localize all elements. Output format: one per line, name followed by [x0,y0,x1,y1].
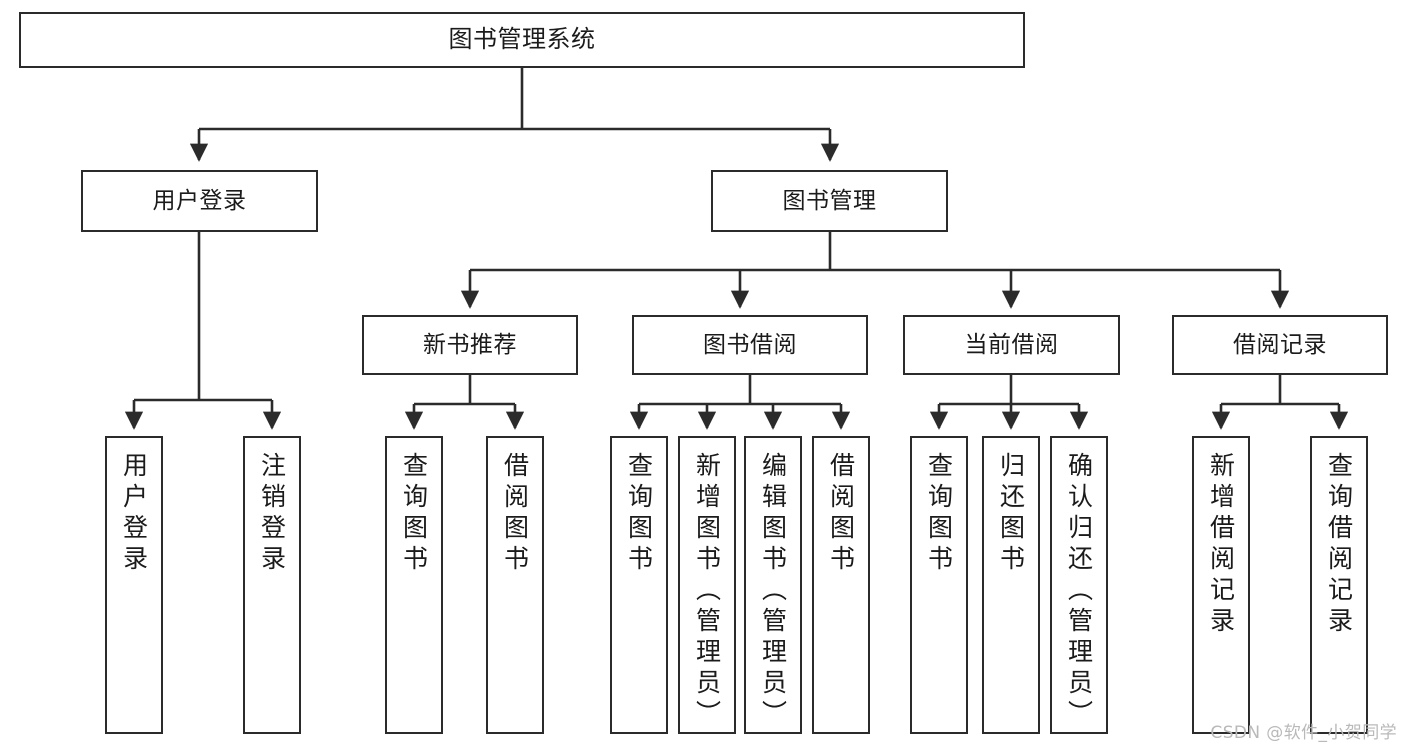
leaf-add-book-admin[interactable]: 新增图书（管理员） [678,436,736,734]
node-current-borrow[interactable]: 当前借阅 [903,315,1120,375]
node-book-management[interactable]: 图书管理 [711,170,948,232]
leaf-edit-book-admin[interactable]: 编辑图书（管理员） [744,436,802,734]
node-root-label: 图书管理系统 [448,25,596,54]
node-book-management-label: 图书管理 [782,187,877,214]
node-new-book-recommend-label: 新书推荐 [423,331,517,358]
leaf-user-login-label: 用户登录 [119,452,149,576]
leaf-query-books-borrow-label: 查询图书 [624,452,654,576]
leaf-return-book-label: 归还图书 [996,452,1026,576]
leaf-query-borrow-record[interactable]: 查询借阅记录 [1310,436,1368,734]
leaf-query-books-current-label: 查询图书 [924,452,954,576]
leaf-add-book-admin-label: 新增图书（管理员） [692,452,722,731]
leaf-query-books-borrow[interactable]: 查询图书 [610,436,668,734]
leaf-query-books-current[interactable]: 查询图书 [910,436,968,734]
leaf-logout[interactable]: 注销登录 [243,436,301,734]
leaf-query-books-recommend-label: 查询图书 [399,452,429,576]
leaf-query-borrow-record-label: 查询借阅记录 [1324,452,1354,638]
node-book-borrow[interactable]: 图书借阅 [632,315,868,375]
leaf-edit-book-admin-label: 编辑图书（管理员） [758,452,788,731]
leaf-logout-label: 注销登录 [257,452,287,576]
leaf-borrow-book[interactable]: 借阅图书 [812,436,870,734]
leaf-borrow-books-recommend-label: 借阅图书 [500,452,530,576]
leaf-return-book[interactable]: 归还图书 [982,436,1040,734]
node-root[interactable]: 图书管理系统 [19,12,1025,68]
node-user-login[interactable]: 用户登录 [81,170,318,232]
node-new-book-recommend[interactable]: 新书推荐 [362,315,578,375]
leaf-confirm-return-admin[interactable]: 确认归还（管理员） [1050,436,1108,734]
leaf-confirm-return-admin-label: 确认归还（管理员） [1064,452,1094,731]
node-borrow-record-label: 借阅记录 [1233,331,1327,358]
node-user-login-label: 用户登录 [152,187,247,214]
leaf-query-books-recommend[interactable]: 查询图书 [385,436,443,734]
watermark: CSDN @软件_小贺同学 [1210,723,1397,743]
node-current-borrow-label: 当前借阅 [964,331,1059,358]
node-borrow-record[interactable]: 借阅记录 [1172,315,1388,375]
node-book-borrow-label: 图书借阅 [703,331,797,358]
leaf-add-borrow-record[interactable]: 新增借阅记录 [1192,436,1250,734]
leaf-borrow-book-label: 借阅图书 [826,452,856,576]
leaf-borrow-books-recommend[interactable]: 借阅图书 [486,436,544,734]
leaf-add-borrow-record-label: 新增借阅记录 [1206,452,1236,638]
leaf-user-login[interactable]: 用户登录 [105,436,163,734]
